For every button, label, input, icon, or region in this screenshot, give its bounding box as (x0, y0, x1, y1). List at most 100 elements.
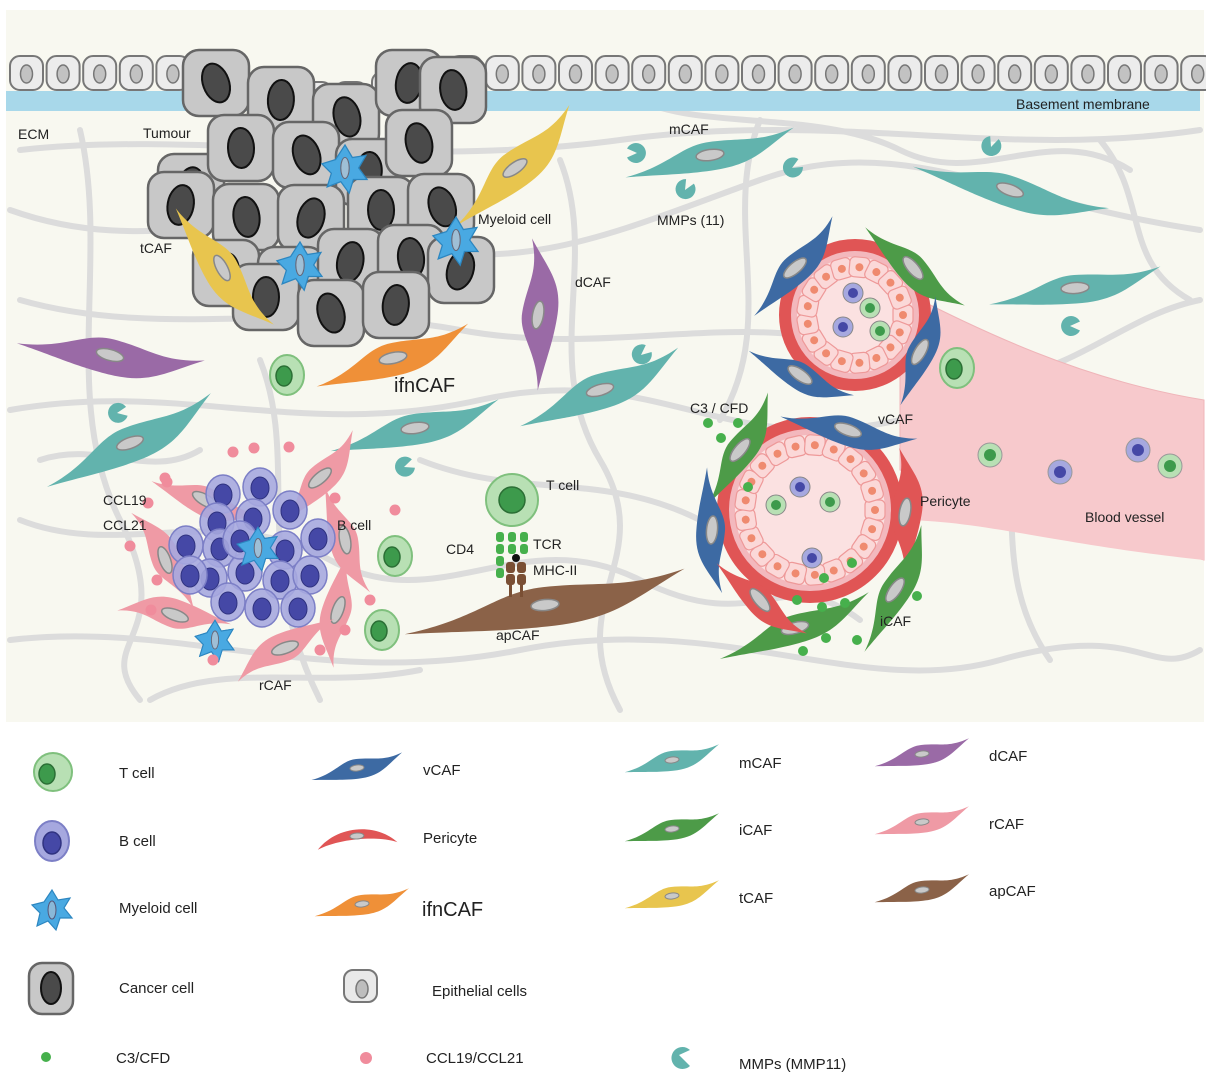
c3-cfd-dot (733, 418, 743, 428)
cancer-cell (271, 120, 341, 190)
myeloid-cell (236, 526, 280, 573)
legend-item-myeloid: Myeloid cell (30, 888, 197, 932)
t-cell (977, 442, 1003, 468)
vessel-cross-section (737, 210, 965, 419)
antigen-dot (512, 554, 520, 562)
tumour-cluster (146, 48, 496, 348)
epithelial-cell (484, 55, 520, 91)
b-cell (280, 588, 316, 628)
legend-item-rcaf: rCAF (872, 806, 1024, 838)
endothelial-cell (851, 460, 877, 486)
tcell-synapse (485, 473, 539, 597)
icaf-icon (622, 813, 722, 845)
scene-labels: ECM Tumour tCAF Myeloid cell mCAF MMPs (… (18, 121, 1164, 693)
endothelial-cell (796, 312, 820, 336)
c3-cfd-dot (798, 646, 808, 656)
blood-vessel-trunk (900, 440, 1204, 560)
b-cell (1125, 437, 1151, 463)
c3-cfd-dot (743, 482, 753, 492)
b-cell (172, 555, 208, 595)
b-cell (168, 525, 204, 565)
b-cell (272, 490, 308, 530)
dcaf-icon (872, 738, 972, 770)
c3-cfd-dots (703, 418, 922, 656)
epithelial-cell (667, 55, 703, 91)
endothelial-cell (864, 345, 889, 371)
endothelial-cell (749, 453, 776, 479)
tcaf-icon (622, 880, 722, 912)
ccl-dot (145, 604, 157, 616)
b-cell (1047, 459, 1073, 485)
legend-label-dcaf: dCAF (989, 748, 1027, 765)
legend-label-myeloid: Myeloid cell (119, 900, 197, 917)
legend-item-cancer: Cancer cell (27, 961, 194, 1016)
mmp-marker (1061, 316, 1080, 336)
vessel-cross-section (688, 355, 1183, 664)
endothelial-cell (848, 351, 871, 374)
legend-item-mcaf: mCAF (622, 744, 782, 776)
label-mmps: MMPs (11) (657, 212, 724, 228)
endothelial-cell (765, 441, 790, 467)
ccl-dot (339, 624, 351, 636)
legend: T cell B cell Myeloid cell Cancer cell C… (27, 738, 1036, 1073)
legend-label-vcaf: vCAF (423, 762, 461, 779)
epithelial-cell (118, 55, 154, 91)
scene: Basement membrane (6, 10, 1206, 722)
c3-cfd-icon (41, 1052, 51, 1062)
label-dcaf: dCAF (575, 274, 611, 290)
cancer-cell (296, 278, 366, 348)
epithelial-cell (594, 55, 630, 91)
label-cd4: CD4 (446, 541, 474, 557)
epithelial-cell (1070, 55, 1106, 91)
label-tcell: T cell (546, 477, 579, 493)
b-cell (801, 547, 823, 569)
c3-cfd-dot (840, 598, 850, 608)
legend-label-b-cell: B cell (119, 833, 156, 850)
mcaf-icon (622, 744, 722, 776)
b-cell (244, 588, 280, 628)
legend-label-apcaf: apCAF (989, 883, 1036, 900)
mhc-ii-receptor (506, 562, 526, 597)
label-ifncaf: ifnCAF (394, 375, 455, 397)
tcr-receptor (508, 532, 528, 554)
myeloid-cell (320, 143, 369, 195)
b-cell (832, 316, 854, 338)
endothelial-cell (749, 541, 776, 567)
b-cell (210, 582, 246, 622)
c3-cfd-dot (792, 595, 802, 605)
legend-item-ccl: CCL19/CCL21 (360, 1050, 524, 1067)
myeloid-cell (275, 240, 324, 292)
label-tumour: Tumour (143, 125, 191, 141)
epithelial-cell (997, 55, 1033, 91)
cd4-receptor (496, 532, 504, 578)
legend-label-rcaf: rCAF (989, 816, 1024, 833)
t-cell (377, 535, 413, 577)
legend-item-icaf: iCAF (622, 813, 772, 845)
label-vcaf: vCAF (878, 411, 913, 427)
legend-label-mcaf: mCAF (739, 755, 782, 772)
ccl-dot (159, 472, 171, 484)
endothelial-cell (851, 534, 877, 560)
label-c3cfd: C3 / CFD (690, 400, 748, 416)
endothelial-cell (864, 499, 886, 521)
mmp-marker (981, 136, 1002, 156)
legend-label-cancer: Cancer cell (119, 980, 194, 997)
label-mhc: MHC-II (533, 562, 577, 578)
epithelial-cell (9, 55, 44, 91)
c3-cfd-dot (847, 558, 857, 568)
label-mcaf: mCAF (669, 121, 709, 137)
epithelial-cell (924, 55, 959, 91)
label-pericyte: Pericyte (920, 493, 971, 509)
vessel-lumen (735, 435, 885, 585)
ccl-dot (314, 644, 326, 656)
cancer-cell (206, 113, 276, 183)
cancer-cell (181, 48, 251, 118)
b-cell (242, 467, 278, 507)
c3-cfd-dot (716, 433, 726, 443)
t-cell (859, 297, 881, 319)
mmp-marker (395, 456, 415, 477)
legend-item-c3cfd: C3/CFD (41, 1050, 170, 1067)
t-cell (939, 347, 975, 389)
epithelial-cell (814, 55, 850, 91)
ccl-dot (151, 574, 163, 586)
